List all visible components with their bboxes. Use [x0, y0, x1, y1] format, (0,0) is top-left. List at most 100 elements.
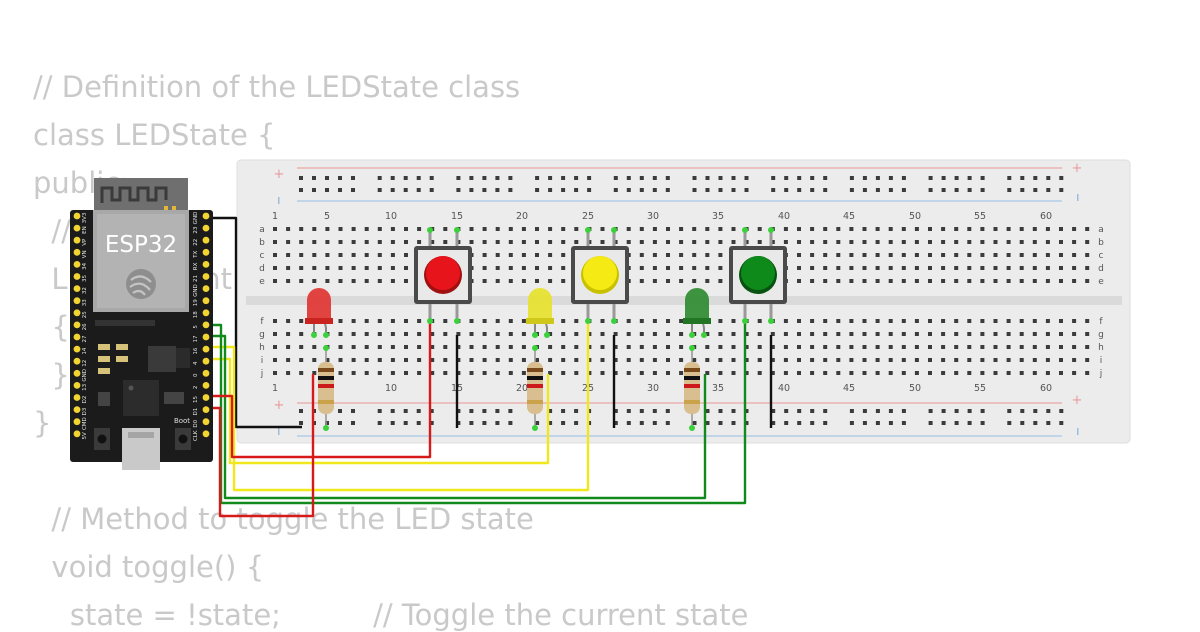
column-number: 20 — [516, 383, 528, 394]
header-pin[interactable] — [202, 394, 210, 401]
header-pin[interactable] — [73, 224, 81, 232]
breadboard-hole — [521, 227, 526, 231]
breadboard-hole — [600, 227, 605, 231]
breadboard-hole — [914, 332, 919, 336]
header-pin[interactable] — [202, 297, 210, 305]
breadboard-hole — [849, 266, 854, 270]
header-pin[interactable] — [73, 369, 81, 377]
breadboard-hole — [561, 227, 566, 231]
breadboard-hole — [797, 345, 801, 349]
breadboard-hole — [364, 240, 369, 244]
breadboard-hole — [901, 227, 906, 231]
breadboard-hole — [535, 279, 539, 283]
breadboard-hole — [351, 266, 356, 270]
header-pin[interactable] — [73, 430, 81, 438]
breadboard-hole — [1006, 319, 1011, 323]
breadboard-hole — [587, 371, 592, 375]
breadboard-hole — [797, 332, 801, 336]
breadboard-hole — [286, 266, 291, 270]
header-pin[interactable] — [73, 309, 81, 317]
header-pin[interactable] — [73, 273, 81, 280]
header-pin[interactable] — [202, 406, 210, 413]
breadboard-hole — [941, 176, 946, 180]
header-pin[interactable] — [73, 261, 81, 268]
breadboard-hole — [665, 409, 670, 413]
header-pin[interactable] — [73, 382, 81, 389]
breadboard-hole — [1032, 332, 1037, 336]
breadboard-hole — [993, 319, 998, 323]
breadboard-hole — [403, 409, 408, 413]
breadboard-hole — [875, 188, 880, 192]
header-pin[interactable] — [202, 430, 210, 438]
header-pin[interactable] — [202, 357, 210, 365]
row-letter: b — [1098, 238, 1104, 248]
breadboard-hole — [665, 176, 670, 180]
header-pin[interactable] — [202, 285, 210, 292]
breadboard-hole — [692, 240, 697, 244]
header-pin[interactable] — [73, 418, 81, 426]
red-button[interactable] — [414, 230, 472, 322]
breadboard-hole — [338, 188, 342, 192]
header-pin[interactable] — [73, 236, 81, 244]
breadboard-hole — [954, 409, 959, 413]
breadboard-hole — [692, 227, 697, 231]
header-pin[interactable] — [73, 345, 81, 353]
header-pin[interactable] — [202, 418, 210, 426]
breadboard-hole — [1019, 227, 1024, 231]
breadboard-hole — [273, 371, 277, 375]
pin-label: 15 — [193, 396, 199, 403]
breadboard-hole — [521, 279, 526, 283]
breadboard-hole — [535, 227, 539, 231]
header-pin[interactable] — [202, 248, 210, 256]
pin-label: 12 — [82, 360, 88, 367]
header-pin[interactable] — [202, 212, 210, 220]
breadboard-hole — [1007, 188, 1012, 192]
breadboard-hole — [954, 253, 959, 257]
breadboard-hole — [928, 240, 932, 244]
header-pin[interactable] — [202, 224, 210, 232]
breadboard-hole — [652, 319, 657, 323]
breadboard-hole — [1006, 332, 1011, 336]
breadboard-hole — [797, 279, 801, 283]
breadboard-hole — [482, 240, 487, 244]
breadboard-hole — [914, 253, 919, 257]
header-pin[interactable] — [73, 394, 81, 401]
breadboard-hole — [718, 319, 723, 323]
header-pin[interactable] — [202, 333, 210, 341]
header-pin[interactable] — [202, 309, 210, 317]
header-pin[interactable] — [202, 369, 210, 377]
breadboard-hole — [967, 319, 972, 323]
green-button[interactable] — [729, 230, 787, 322]
header-pin[interactable] — [202, 236, 210, 244]
breadboard-hole — [325, 421, 329, 425]
breadboard-hole — [1085, 319, 1090, 323]
breadboard-hole — [561, 409, 566, 413]
pin-label: 27 — [82, 335, 88, 342]
header-pin[interactable] — [202, 261, 210, 268]
header-pin[interactable] — [73, 248, 81, 256]
header-pin[interactable] — [73, 321, 81, 329]
header-pin[interactable] — [202, 273, 210, 280]
wire-yellow-button — [213, 320, 590, 492]
header-pin[interactable] — [73, 406, 81, 413]
breadboard-hole — [967, 240, 972, 244]
header-pin[interactable] — [202, 321, 210, 329]
breadboard-hole — [364, 371, 369, 375]
breadboard-hole — [1085, 279, 1090, 283]
breadboard-hole — [888, 409, 893, 413]
header-pin[interactable] — [73, 212, 81, 220]
breadboard-hole — [469, 319, 474, 323]
header-pin[interactable] — [202, 345, 210, 353]
column-number: 50 — [909, 211, 921, 222]
breadboard-hole — [941, 421, 946, 425]
header-pin[interactable] — [73, 333, 81, 341]
pin-label: 0 — [193, 373, 199, 377]
header-pin[interactable] — [73, 357, 81, 365]
header-pin[interactable] — [73, 297, 81, 305]
breadboard-hole — [456, 358, 461, 362]
pin-label: 14 — [82, 347, 88, 354]
breadboard-hole — [1085, 266, 1090, 270]
header-pin[interactable] — [202, 382, 210, 389]
header-pin[interactable] — [73, 285, 81, 292]
